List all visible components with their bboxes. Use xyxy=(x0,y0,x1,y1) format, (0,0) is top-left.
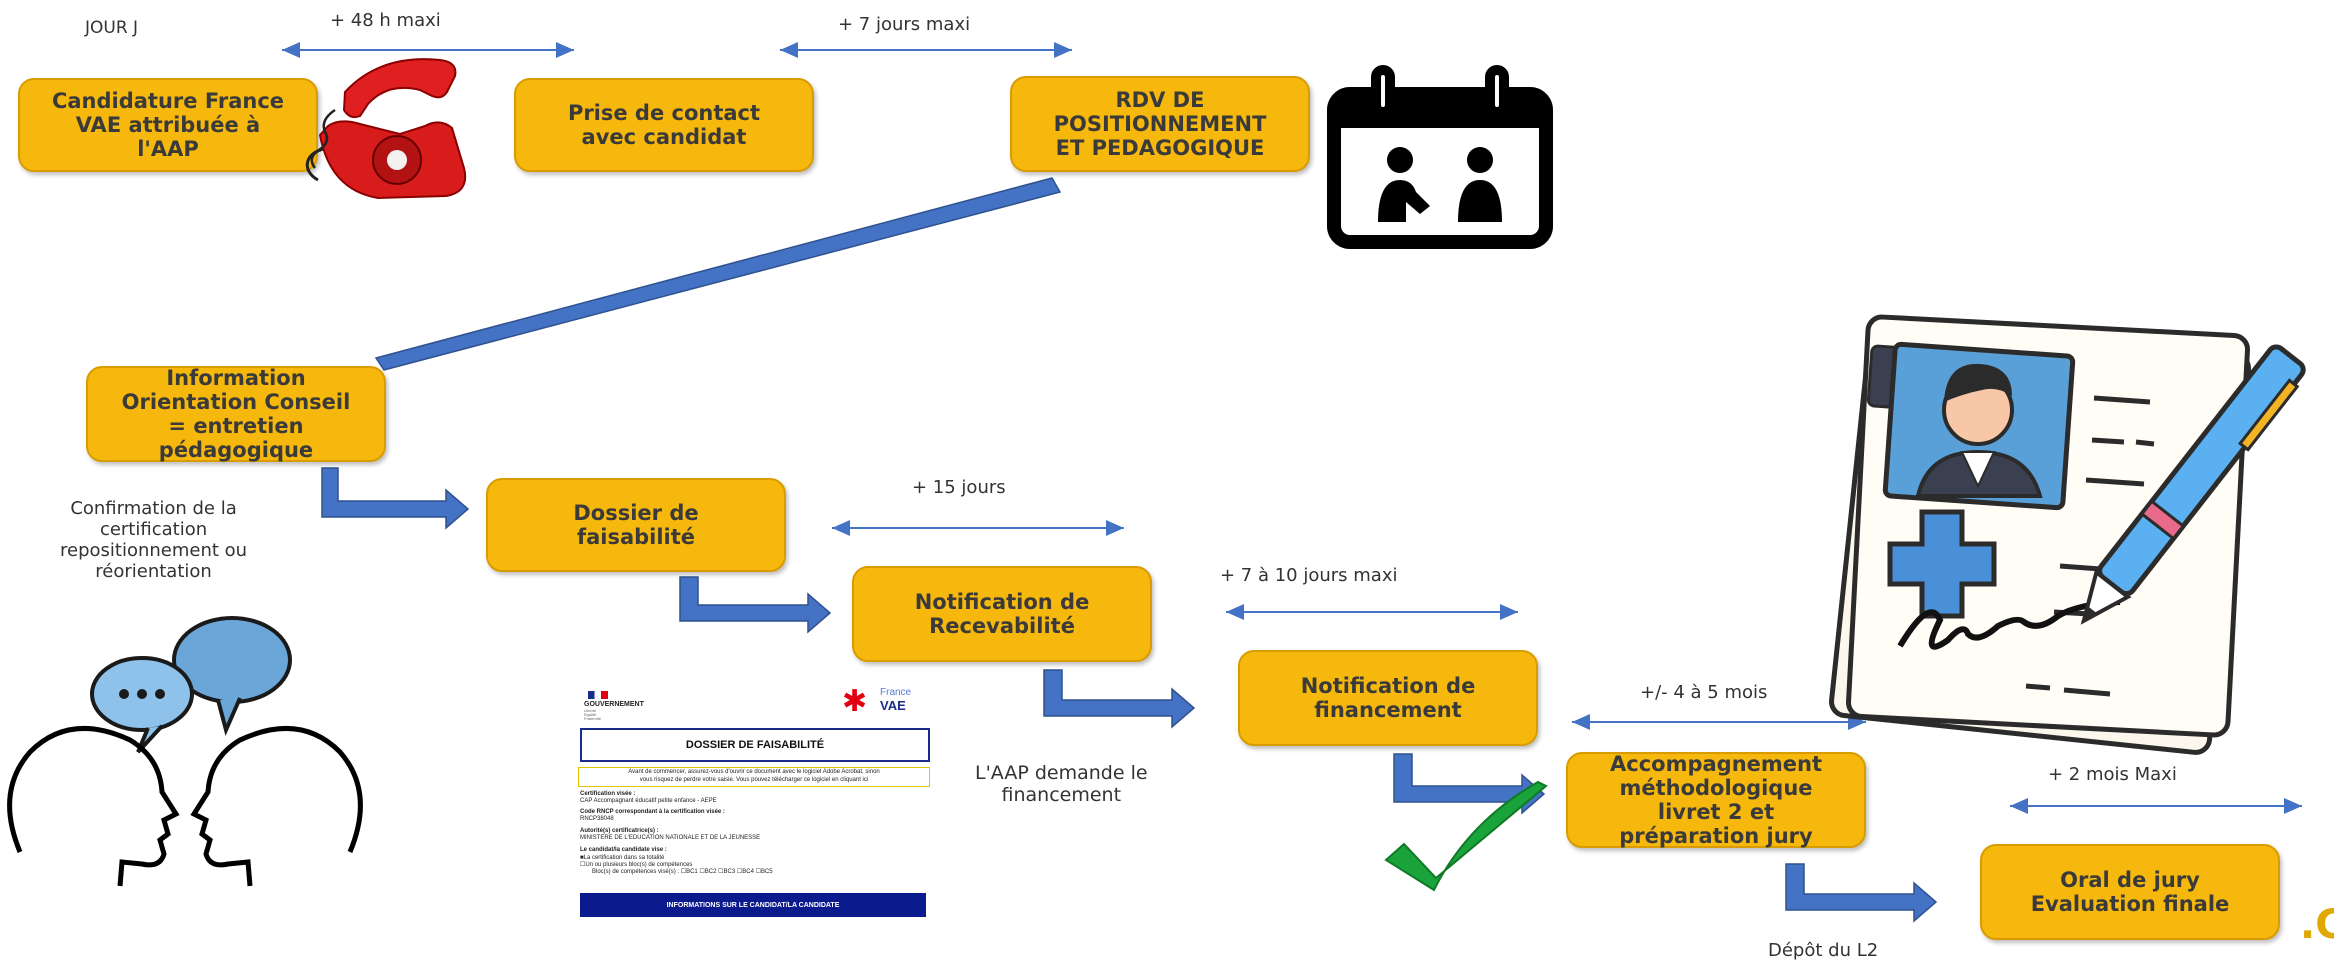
step-rdv-positionnement: RDV DE POSITIONNEMENT ET PEDAGOGIQUE xyxy=(1010,76,1310,172)
calendar-meeting-icon xyxy=(1327,65,1553,249)
dossier-faisabilite-thumbnail: GOUVERNEMENT Liberté Égalité Fraternité … xyxy=(578,685,930,920)
step-candidature: Candidature France VAE attribuée à l'AAP xyxy=(18,78,318,172)
conversation-heads-icon xyxy=(7,616,363,887)
note-depot-l2: Dépôt du L2 xyxy=(1768,940,1879,961)
brand-vae: VAE xyxy=(880,698,906,713)
phone-icon xyxy=(305,58,467,200)
elbow-arrow-5 xyxy=(1785,863,1938,923)
delay-4-5-months-label: +/- 4 à 5 mois xyxy=(1640,682,1768,703)
rncp-value: RNCP38048 xyxy=(580,816,614,822)
note-confirmation: Confirmation de la certification reposit… xyxy=(60,498,248,582)
delay-48h-label: + 48 h maxi xyxy=(330,10,441,31)
rncp-label: Code RNCP correspondant à la certificati… xyxy=(580,809,725,815)
step-accompagnement: Accompagnement méthodologique livret 2 e… xyxy=(1566,752,1866,848)
cert-label: Certification visée : xyxy=(580,791,636,797)
step-oral-jury: Oral de jury Evaluation finale xyxy=(1980,844,2280,940)
vise-option-total: ■La certification dans sa totalité xyxy=(580,855,665,861)
autorite-value: MINISTERE DE L'EDUCATION NATIONALE ET DE… xyxy=(580,835,761,841)
step-notification-recevabilite: Notification de Recevabilité xyxy=(852,566,1152,662)
jour-j-label: JOUR J xyxy=(85,18,139,38)
step-notification-financement: Notification de financement xyxy=(1238,650,1538,746)
document-warning: Avant de commencer, assurez-vous d'ouvri… xyxy=(578,767,930,787)
delay-7-10-days-label: + 7 à 10 jours maxi xyxy=(1220,565,1398,586)
step-prise-de-contact: Prise de contact avec candidat xyxy=(514,78,814,172)
corner-fragment: .C xyxy=(2300,902,2334,948)
vise-option-bc: Bloc(s) de compétences visé(s) : ☐BC1 ☐B… xyxy=(592,869,773,875)
step-information-orientation: Information Orientation Conseil = entret… xyxy=(86,366,386,462)
elbow-arrow-1 xyxy=(321,467,470,530)
elbow-arrow-3 xyxy=(1043,669,1196,729)
france-vae-star-icon: ✱ xyxy=(842,685,868,718)
autorite-label: Autorité(s) certificatrice(s) : xyxy=(580,828,659,834)
delay-7-days-label: + 7 jours maxi xyxy=(838,14,971,35)
brand-small: France xyxy=(880,687,912,698)
delay-2-months-label: + 2 mois Maxi xyxy=(2048,764,2177,785)
certificate-signature-icon xyxy=(1829,314,2306,755)
vise-label: Le candidat/la candidate vise : xyxy=(580,847,667,853)
document-section-band: INFORMATIONS SUR LE CANDIDAT/LA CANDIDAT… xyxy=(580,893,926,917)
document-title: DOSSIER DE FAISABILITÉ xyxy=(580,728,930,762)
gov-flag-icon xyxy=(588,691,608,699)
cert-value: CAP Accompagnant éducatif petite enfance… xyxy=(580,798,717,804)
vise-option-blocs: ☐Un ou plusieurs bloc(s) de compétences xyxy=(580,862,693,868)
step-dossier-faisabilite: Dossier de faisabilité xyxy=(486,478,786,572)
delay-15-days-label: + 15 jours xyxy=(912,477,1006,498)
note-aap-demande: L'AAP demande le financement xyxy=(975,762,1148,806)
elbow-arrow-2 xyxy=(679,576,832,634)
gov-motto: Liberté Égalité Fraternité xyxy=(584,708,602,721)
diagonal-connector xyxy=(374,177,1062,371)
checkmark-icon xyxy=(1384,780,1548,892)
gov-label: GOUVERNEMENT xyxy=(584,701,644,708)
